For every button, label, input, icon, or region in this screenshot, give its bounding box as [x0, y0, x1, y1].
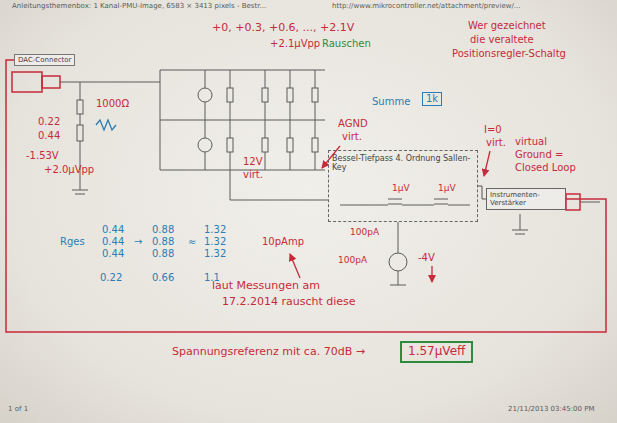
sum-label: Summe — [372, 96, 410, 107]
table-cell: → — [134, 236, 142, 247]
note-text: Ground = — [515, 149, 563, 160]
resistor-value: 0.22 — [38, 116, 60, 127]
table-cell: 0.44 — [102, 224, 124, 235]
feedback-loop — [6, 60, 606, 332]
box-text: DAC-Connector — [18, 56, 71, 64]
note-text: Closed Loop — [515, 162, 576, 173]
box-text: Bessel-Tiefpass 4. Ordnung Sallen-Key — [332, 154, 474, 172]
current-note: 10pAmp — [262, 236, 304, 247]
note-text: die veraltete — [470, 34, 534, 45]
result-box: 1.57µVeff — [400, 341, 473, 363]
table-cell: 1.32 — [204, 236, 226, 247]
voltage-note: 12V — [243, 156, 263, 167]
noise-value: 1µV — [438, 184, 456, 194]
noise-value: +2.0µVpp — [44, 164, 94, 175]
noise-value: +2.1µVpp — [270, 38, 320, 49]
amplifier-box: Instrumenten-Verstärker — [486, 188, 566, 210]
current-note: 100pA — [350, 228, 379, 238]
note-text: Wer gezeichnet — [468, 20, 546, 31]
current-note: virt. — [486, 137, 506, 148]
voltage-note: -4V — [418, 252, 435, 263]
resistor-value: 1000Ω — [96, 98, 129, 109]
table-cell: 1.32 — [204, 224, 226, 235]
resistor-value: 0.44 — [38, 130, 60, 141]
table-cell: 1.32 — [204, 248, 226, 259]
measurement-note: 17.2.2014 rauscht diese — [222, 296, 356, 308]
note-text: virtual — [515, 136, 547, 147]
table-cell: Rges — [60, 236, 85, 247]
page-header: Anleitungsthemenbox: 1 Kanal-PMU-Image, … — [12, 3, 266, 11]
connector-box: DAC-Connector — [14, 54, 75, 66]
ground-note: AGND — [338, 118, 368, 129]
current-note: I=0 — [484, 124, 502, 135]
table-cell: 1.1 — [204, 272, 220, 283]
table-cell: 0.22 — [100, 272, 122, 283]
table-cell: 0.66 — [152, 272, 174, 283]
table-cell: 0.88 — [152, 248, 174, 259]
measurement-note: laut Messungen am — [212, 280, 320, 292]
voltage-note: -1.53V — [26, 150, 59, 161]
page-url: http://www.mikrocontroller.net/attachmen… — [332, 3, 521, 11]
page-footer: 21/11/2013 03:45:00 PM — [508, 406, 595, 414]
table-cell: 0.44 — [102, 236, 124, 247]
page-footer: 1 of 1 — [8, 406, 28, 414]
filter-block: Bessel-Tiefpass 4. Ordnung Sallen-Key — [328, 150, 478, 222]
voltage-note: virt. — [243, 169, 263, 180]
ground-note: virt. — [342, 131, 362, 142]
table-cell: 0.88 — [152, 224, 174, 235]
noise-note: Rauschen — [322, 38, 371, 49]
box-text: Instrumenten-Verstärker — [490, 191, 562, 207]
signal-wire — [478, 186, 486, 199]
resistor-box: 1k — [422, 92, 442, 106]
voltage-steps: +0, +0.3, +0.6, ..., +2.1V — [212, 22, 354, 34]
note-text: Positionsregler-Schaltg — [452, 48, 566, 59]
reference-note: Spannungsreferenz mit ca. 70dB → — [172, 346, 365, 358]
table-cell: ≈ — [188, 236, 196, 247]
table-cell: 0.88 — [152, 236, 174, 247]
box-text: 1.57µVeff — [408, 345, 465, 359]
noise-value: 1µV — [392, 184, 410, 194]
table-cell: 0.44 — [102, 248, 124, 259]
current-note: 100pA — [338, 256, 367, 266]
box-text: 1k — [426, 93, 438, 105]
